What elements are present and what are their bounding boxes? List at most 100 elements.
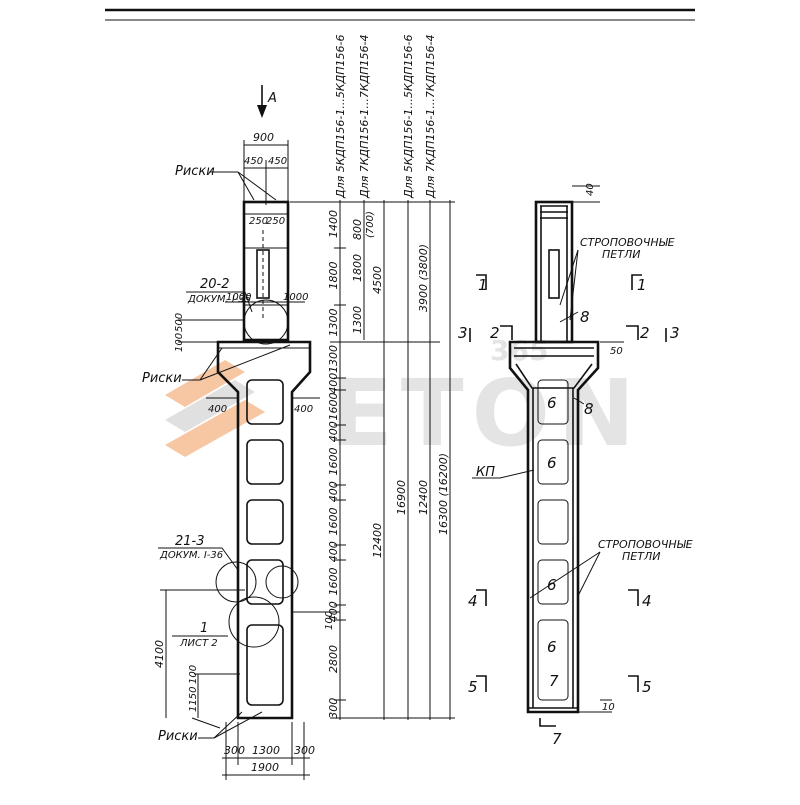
dim-450-right: 450 — [268, 156, 287, 167]
dim-chain-1-value: 1600 — [327, 448, 340, 476]
section-3-right: 3 — [670, 324, 680, 342]
riski-label-top: Риски — [175, 164, 215, 179]
node-21-3-circle-left — [215, 561, 257, 603]
dim-total-16900: 16900 — [395, 480, 408, 515]
dim-chain-1-value: 1600 — [327, 508, 340, 536]
dim-1150: 1150 — [188, 687, 199, 712]
right-opening-2 — [537, 439, 569, 485]
riski-label-mid: Риски — [142, 371, 182, 386]
watermark: ETON 365 — [165, 334, 635, 467]
marker-8-right: 8 — [584, 400, 594, 418]
dim-chain-1-value: 400 — [327, 481, 340, 502]
section-5-right: 5 — [642, 678, 652, 696]
dim-chain-2-800: 800 — [351, 219, 364, 240]
dim-10: 10 — [602, 702, 615, 713]
node-20-2-title: 20-2 — [200, 277, 230, 292]
dim-chain-1-value: 1400 — [327, 210, 340, 238]
stropov-label-2-line2: ПЕТЛИ — [622, 550, 660, 563]
node-20-2-circle — [243, 299, 289, 345]
dim-40: 40 — [585, 183, 596, 196]
right-corbel-cage — [515, 363, 593, 389]
dim-1000-right: 1000 — [283, 292, 308, 303]
watermark-logo-stripe-2 — [165, 380, 255, 432]
section-4-left: 4 — [468, 592, 478, 610]
marker-6-a: 6 — [547, 394, 557, 412]
node-21-3-circle-right — [265, 565, 299, 599]
section-2-right-mark — [626, 325, 639, 340]
node-1-doc: ЛИСТ 2 — [179, 638, 218, 649]
right-opening-1 — [537, 379, 569, 425]
riski-label-bottom: Риски — [158, 729, 198, 744]
watermark-logo-stripe-1 — [165, 360, 245, 407]
dim-500: 500 — [174, 313, 185, 332]
top-shaft-slot — [256, 249, 270, 299]
stropov-label-1-line1: СТРОПОВОЧНЫЕ — [580, 236, 675, 249]
dim-400-right: 400 — [294, 404, 313, 415]
marker-8-right-leader — [573, 397, 585, 405]
riski-bottom-leader-3 — [191, 717, 221, 729]
node-21-3-title: 21-3 — [175, 534, 205, 549]
opening-5 — [246, 624, 284, 706]
marker-6-c: 6 — [547, 576, 557, 594]
dim-400-left: 400 — [208, 404, 227, 415]
dim-chain-1-value: 1300 — [327, 345, 340, 373]
riski-mid-leader-2 — [199, 344, 291, 381]
section-7: 7 — [552, 730, 562, 748]
dim-bottom-300-right: 300 — [294, 744, 315, 757]
dim-chain-1-value: 400 — [327, 541, 340, 562]
dim-chain-1-value: 300 — [327, 698, 340, 719]
column-header-2: Для 7КДП156-1...7КДП156-4 — [358, 34, 371, 199]
dim-chain-1-value: 400 — [327, 373, 340, 394]
left-column-view: А 900 450 450 Риски 250 250 20-2 ДОКУМ. … — [142, 85, 340, 780]
section-5-right-mark — [628, 675, 639, 692]
riski-bottom-leader-1 — [213, 711, 243, 739]
kp-label: КП — [476, 465, 495, 480]
watermark-small: 365 — [490, 334, 548, 367]
section-4-right: 4 — [642, 592, 652, 610]
right-top-slot — [548, 249, 560, 299]
vertical-dimension-chains: Для 5КДП156-1...5КДП156-6 Для 7КДП156-1.… — [290, 34, 455, 720]
section-4-right-mark — [628, 589, 639, 606]
column-header-1: Для 5КДП156-1...5КДП156-6 — [334, 34, 347, 199]
dim-250-left: 250 — [249, 216, 268, 227]
dim-total-12400-b: 12400 — [417, 480, 430, 515]
sheet-frame — [105, 8, 695, 21]
node-21-3-leader — [221, 547, 239, 571]
dim-1000-left: 1000 — [226, 292, 251, 303]
column-body-outline — [216, 340, 312, 720]
marker-8-top-leader — [559, 311, 579, 323]
stropov-2-leader-2 — [529, 551, 601, 599]
section-2-right: 2 — [640, 324, 650, 342]
dim-250-right: 250 — [266, 216, 285, 227]
section-5-left-mark — [476, 675, 487, 692]
opening-3 — [246, 499, 284, 545]
stropov-2-leader-1 — [577, 551, 601, 597]
dim-total-3900: 3900 (3800) — [417, 244, 430, 312]
dim-bottom-300-left: 300 — [224, 744, 245, 757]
dim-chain-2-1300: 1300 — [351, 306, 364, 334]
dim-900: 900 — [253, 131, 274, 144]
view-a-arrow-head — [257, 105, 267, 118]
section-7-mark — [539, 718, 556, 727]
dim-4100: 4100 — [153, 640, 166, 668]
watermark-logo-stripe-3 — [165, 400, 265, 457]
dim-450-left: 450 — [244, 156, 263, 167]
marker-6-d: 6 — [547, 638, 557, 656]
dim-chain-1-value: 400 — [327, 421, 340, 442]
marker-8-top: 8 — [580, 308, 590, 326]
section-1-right-mark — [631, 274, 642, 290]
right-opening-5 — [537, 619, 569, 701]
kp-leader — [499, 469, 535, 479]
dim-50: 50 — [610, 346, 623, 357]
dim-100-bottom: 100 — [188, 665, 199, 684]
dim-chain-1-value: 1800 — [327, 262, 340, 290]
riski-top-leader-2 — [237, 171, 277, 201]
dim-chain-1-value: 1300 — [327, 309, 340, 337]
section-2-left-mark — [500, 325, 513, 340]
dim-chain-1-value: 1600 — [327, 393, 340, 421]
dim-chain-1-labels: 1400180013001300400160040016004001600400… — [327, 201, 346, 719]
opening-4 — [246, 559, 284, 605]
node-1-circle — [228, 596, 280, 648]
opening-2 — [246, 439, 284, 485]
